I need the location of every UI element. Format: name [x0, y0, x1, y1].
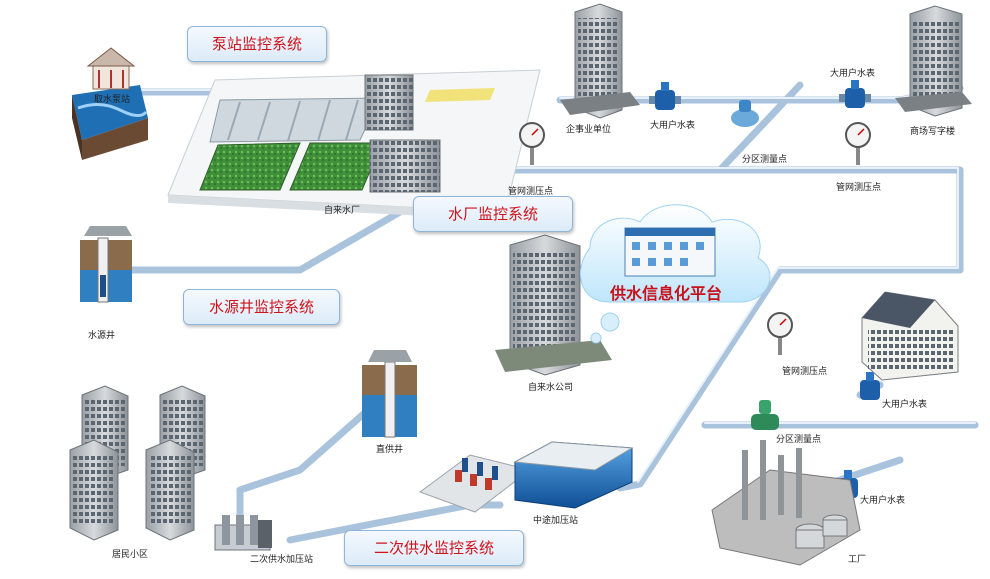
water-plant-monitoring-callout: 水厂监控系统 [413, 196, 573, 232]
label-zone-point-2: 分区测量点 [776, 435, 822, 445]
label-mall-office: 商场写字楼 [910, 127, 956, 137]
large-user-building-illustration [861, 291, 959, 381]
label-zone-point-1: 分区测量点 [742, 155, 788, 165]
pump-station-monitoring-callout: 泵站监控系统 [187, 26, 327, 62]
label-pressure-3: 管网测压点 [782, 367, 828, 377]
label-direct-well: 直供井 [376, 445, 404, 455]
label-secondary-station: 二次供水加压站 [250, 555, 314, 565]
secondary-pump-equipment-illustration [214, 515, 272, 551]
label-source-well: 水源井 [88, 331, 116, 341]
intake-pump-station-illustration [72, 47, 148, 160]
label-enterprise: 企事业单位 [566, 125, 612, 135]
label-big-meter-2: 大用户水表 [830, 69, 876, 79]
label-booster-station: 中途加压站 [533, 516, 579, 526]
label-water-plant: 自来水厂 [324, 206, 361, 216]
residential-buildings-illustration [69, 385, 206, 541]
enterprise-building-illustration [560, 3, 640, 119]
platform-cloud [579, 204, 771, 344]
mall-office-building-illustration [895, 5, 972, 117]
label-factory: 工厂 [848, 555, 867, 565]
water-plant-illustration [167, 69, 541, 220]
label-residential: 居民小区 [112, 550, 149, 560]
source-well-monitoring-callout: 水源井监控系统 [183, 289, 340, 325]
source-well-illustration [80, 226, 132, 303]
label-big-meter-1: 大用户水表 [650, 121, 696, 131]
booster-station-illustration [418, 441, 634, 513]
direct-well-illustration [362, 350, 417, 438]
label-big-meter-4: 大用户水表 [860, 496, 906, 506]
secondary-supply-monitoring-callout: 二次供水监控系统 [344, 530, 524, 566]
factory-illustration [711, 440, 861, 566]
platform-title: 供水信息化平台 [610, 284, 723, 303]
label-water-company: 自来水公司 [528, 383, 574, 393]
label-intake-pump: 取水泵站 [94, 95, 131, 105]
label-big-meter-3: 大用户水表 [882, 400, 928, 410]
label-pressure-2: 管网测压点 [836, 183, 882, 193]
label-pressure-1: 管网测压点 [508, 187, 554, 197]
pressure-gauge-icons [519, 122, 871, 355]
water-company-building-illustration [495, 234, 612, 376]
